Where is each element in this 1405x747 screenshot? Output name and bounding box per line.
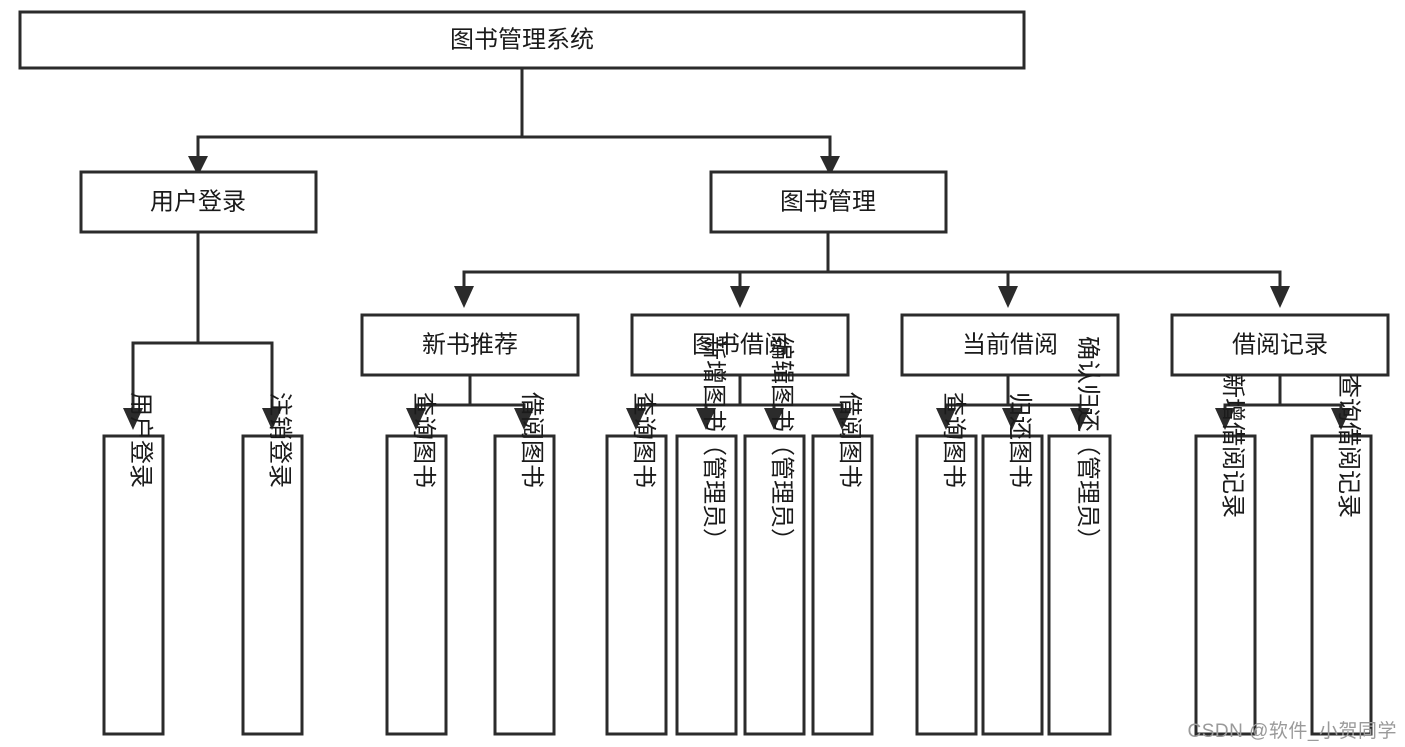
node-root[interactable]: 图书管理系统 xyxy=(18,10,1026,70)
leaf-book-borrow-0-label: 查询图书 xyxy=(630,392,657,488)
node-new-book-recommend-box[interactable] xyxy=(360,313,580,377)
node-book-management[interactable]: 图书管理 xyxy=(709,170,948,234)
leaf-borrow-record-0[interactable]: 新增借阅记录 xyxy=(1194,374,1257,736)
node-current-borrow-label: 当前借阅 xyxy=(962,331,1058,358)
node-book-borrow[interactable]: 图书借阅 xyxy=(630,313,850,377)
leaf-user-login-1[interactable]: 注销登录 xyxy=(241,392,304,736)
node-book-borrow-box[interactable] xyxy=(630,313,850,377)
leaf-new-book-1-box[interactable] xyxy=(493,434,556,736)
leaf-current-borrow-2-label: 确认归还（管理员） xyxy=(1074,336,1101,552)
node-new-book-recommend-label: 新书推荐 xyxy=(422,331,518,358)
node-borrow-record-label: 借阅记录 xyxy=(1232,331,1328,358)
leaf-current-borrow-0[interactable]: 查询图书 xyxy=(915,392,978,736)
leaf-borrow-record-1-box[interactable] xyxy=(1310,434,1373,736)
leaf-current-borrow-0-box[interactable] xyxy=(915,434,978,736)
leaf-new-book-0[interactable]: 查询图书 xyxy=(385,392,448,736)
node-root-label: 图书管理系统 xyxy=(450,26,594,53)
leaf-user-login-0-label: 用户登录 xyxy=(127,392,154,488)
leaf-new-book-0-label: 查询图书 xyxy=(410,392,437,488)
leaf-current-borrow-2-box[interactable] xyxy=(1047,434,1112,736)
leaf-current-borrow-1-box[interactable] xyxy=(981,434,1044,736)
node-current-borrow-box[interactable] xyxy=(900,313,1120,377)
node-user-login-box[interactable] xyxy=(79,170,318,234)
leaf-book-borrow-1-box[interactable] xyxy=(675,434,738,736)
leaf-current-borrow-1-label: 归还图书 xyxy=(1006,392,1033,488)
leaf-book-borrow-2[interactable]: 编辑图书（管理员） xyxy=(743,336,806,736)
node-root-box[interactable] xyxy=(18,10,1026,70)
node-user-login[interactable]: 用户登录 xyxy=(79,170,318,234)
node-book-management-label: 图书管理 xyxy=(780,188,876,215)
leaf-new-book-1[interactable]: 借阅图书 xyxy=(493,392,556,736)
leaf-current-borrow-0-label: 查询图书 xyxy=(940,392,967,488)
leaf-user-login-0-box[interactable] xyxy=(102,434,165,736)
leaf-user-login-0[interactable]: 用户登录 xyxy=(102,392,165,736)
leaf-new-book-0-box[interactable] xyxy=(385,434,448,736)
node-borrow-record[interactable]: 借阅记录 xyxy=(1170,313,1390,377)
node-book-management-box[interactable] xyxy=(709,170,948,234)
leaf-borrow-record-1-label: 查询借阅记录 xyxy=(1335,374,1362,518)
leaf-current-borrow-1[interactable]: 归还图书 xyxy=(981,392,1044,736)
leaf-borrow-record-1[interactable]: 查询借阅记录 xyxy=(1310,374,1373,736)
leaf-book-borrow-0[interactable]: 查询图书 xyxy=(605,392,668,736)
leaf-book-borrow-3-label: 借阅图书 xyxy=(836,392,863,488)
node-user-login-label: 用户登录 xyxy=(150,188,246,215)
node-current-borrow[interactable]: 当前借阅 xyxy=(900,313,1120,377)
node-borrow-record-box[interactable] xyxy=(1170,313,1390,377)
leaf-borrow-record-0-label: 新增借阅记录 xyxy=(1219,374,1246,518)
leaf-book-borrow-1-label: 新增图书（管理员） xyxy=(700,336,727,552)
leaf-new-book-1-label: 借阅图书 xyxy=(518,392,545,488)
leaf-current-borrow-2[interactable]: 确认归还（管理员） xyxy=(1047,336,1112,736)
leaf-book-borrow-2-label: 编辑图书（管理员） xyxy=(768,336,795,552)
node-new-book-recommend[interactable]: 新书推荐 xyxy=(360,313,580,377)
leaf-book-borrow-2-box[interactable] xyxy=(743,434,806,736)
leaf-borrow-record-0-box[interactable] xyxy=(1194,434,1257,736)
leaf-book-borrow-3[interactable]: 借阅图书 xyxy=(811,392,874,736)
node-book-borrow-label: 图书借阅 xyxy=(692,331,788,358)
leaf-user-login-1-label: 注销登录 xyxy=(266,392,293,488)
leaf-book-borrow-3-box[interactable] xyxy=(811,434,874,736)
leaf-user-login-1-box[interactable] xyxy=(241,434,304,736)
csdn-watermark: CSDN @软件_小贺同学 xyxy=(1187,721,1397,742)
leaf-book-borrow-1[interactable]: 新增图书（管理员） xyxy=(675,336,738,736)
leaf-book-borrow-0-box[interactable] xyxy=(605,434,668,736)
connectors xyxy=(123,66,1351,430)
